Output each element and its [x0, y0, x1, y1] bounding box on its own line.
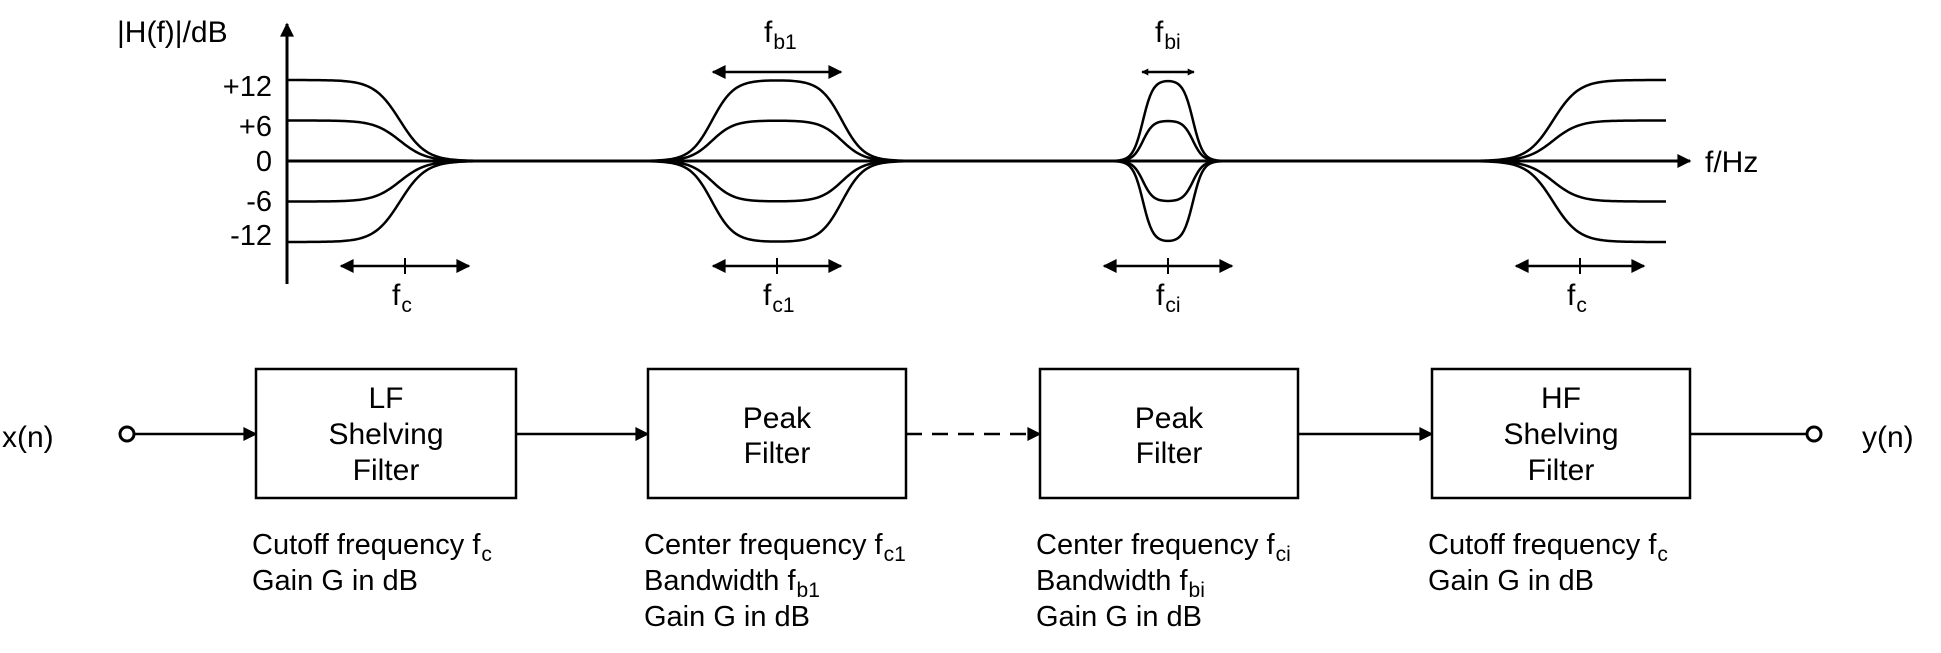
peak1-bandwidth-label: fb1: [764, 16, 797, 54]
param-line: Bandwidth fbi: [1036, 565, 1205, 602]
peak-filter-block-i: Peak Filter: [1038, 367, 1300, 500]
peaki-bandwidth-marker: fbi: [1141, 16, 1195, 76]
lf-cutoff-marker: fc: [339, 258, 471, 317]
y-tick-labels: +12 +6 0 -6 -12: [223, 71, 272, 252]
peaki-bandwidth-label: fbi: [1155, 16, 1181, 54]
hf-cutoff-marker: fc: [1514, 258, 1646, 317]
hf-shelving-params: Cutoff frequency fc Gain G in dB: [1428, 529, 1668, 597]
peak-filter-block-1: Peak Filter: [646, 367, 908, 500]
block-label-line: Filter: [353, 454, 420, 487]
frequency-response-plot: |H(f)|/dB f/Hz +12 +6 0 -6 -12 fc fb1: [117, 16, 1758, 317]
block-label-line: LF: [368, 382, 403, 415]
block-label-line: Peak: [743, 402, 812, 435]
peak1-center-marker: fc1: [711, 258, 843, 317]
response-curve: [288, 159, 1666, 203]
block-label-line: Shelving: [1503, 418, 1618, 451]
block-label-line: Filter: [1136, 437, 1203, 470]
y-tick-label: +6: [239, 111, 272, 143]
response-curves: [287, 78, 1667, 244]
param-line: Gain G in dB: [644, 601, 810, 633]
lf-cutoff-label: fc: [392, 279, 412, 317]
block-label-line: Shelving: [328, 418, 443, 451]
param-line: Cutoff frequency fc: [252, 529, 492, 566]
y-tick-label: -6: [246, 186, 272, 218]
input-terminal: [118, 425, 136, 443]
response-curve: [287, 78, 1667, 163]
response-curve: [288, 119, 1666, 163]
param-line: Cutoff frequency fc: [1428, 529, 1668, 566]
x-axis-label: f/Hz: [1705, 146, 1758, 179]
lf-shelving-filter-block: LF Shelving Filter: [254, 367, 518, 500]
lf-shelving-params: Cutoff frequency fc Gain G in dB: [252, 529, 492, 597]
param-line: Center frequency fci: [1036, 529, 1291, 566]
y-tick-label: +12: [223, 71, 272, 103]
peaki-center-label: fci: [1156, 279, 1181, 317]
y-axis-label: |H(f)|/dB: [117, 16, 228, 49]
param-line: Bandwidth fb1: [644, 565, 820, 602]
param-line: Gain G in dB: [1036, 601, 1202, 633]
block-label-line: Filter: [1528, 454, 1595, 487]
block-label-line: HF: [1541, 382, 1581, 415]
signal-chain: x(n) y(n) LF Shelving Filter Peak Filter…: [2, 367, 1914, 633]
block-label-line: Filter: [744, 437, 811, 470]
input-label: x(n): [2, 421, 54, 454]
peak1-params: Center frequency fc1 Bandwidth fb1 Gain …: [644, 529, 906, 633]
param-line: Center frequency fc1: [644, 529, 906, 566]
response-curve: [287, 159, 1667, 244]
output-label: y(n): [1862, 421, 1914, 454]
peaki-params: Center frequency fci Bandwidth fbi Gain …: [1036, 529, 1291, 633]
hf-cutoff-label: fc: [1567, 279, 1587, 317]
hf-shelving-filter-block: HF Shelving Filter: [1430, 367, 1692, 500]
output-terminal: [1805, 425, 1823, 443]
block-label-line: Peak: [1135, 402, 1204, 435]
param-line: Gain G in dB: [1428, 565, 1594, 597]
peaki-center-marker: fci: [1102, 258, 1234, 317]
y-tick-label: -12: [230, 220, 272, 252]
param-line: Gain G in dB: [252, 565, 418, 597]
peak1-bandwidth-marker: fb1: [711, 16, 843, 79]
peak1-center-label: fc1: [763, 279, 795, 317]
y-tick-label: 0: [256, 146, 272, 178]
